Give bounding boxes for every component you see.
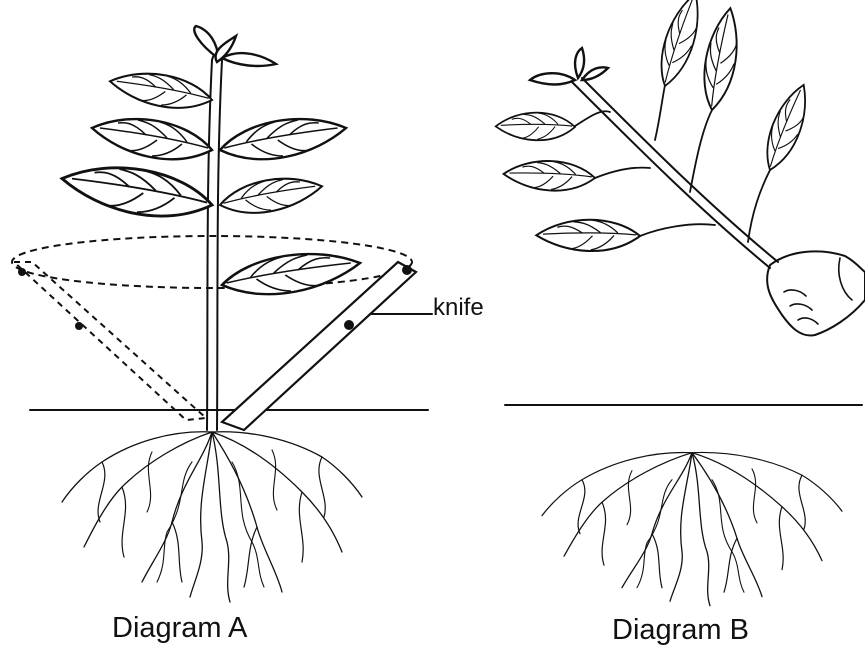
- roots-a: [62, 432, 362, 602]
- knife-label: knife: [433, 294, 484, 322]
- top-bud: [194, 26, 276, 66]
- diagram-a-caption: Diagram A: [112, 612, 247, 645]
- hand-icon: [767, 251, 865, 335]
- diagram-a-drawing: [12, 26, 432, 602]
- roots-b: [542, 452, 842, 605]
- leaves-right: [220, 119, 360, 294]
- shoot-leaves: [495, 0, 824, 261]
- leaves-left: [62, 74, 212, 216]
- diagram-b-caption: Diagram B: [612, 614, 749, 647]
- plant-stem: [207, 51, 222, 430]
- knife-dashed-outline: [14, 262, 206, 420]
- diagram-b-drawing: [495, 0, 865, 606]
